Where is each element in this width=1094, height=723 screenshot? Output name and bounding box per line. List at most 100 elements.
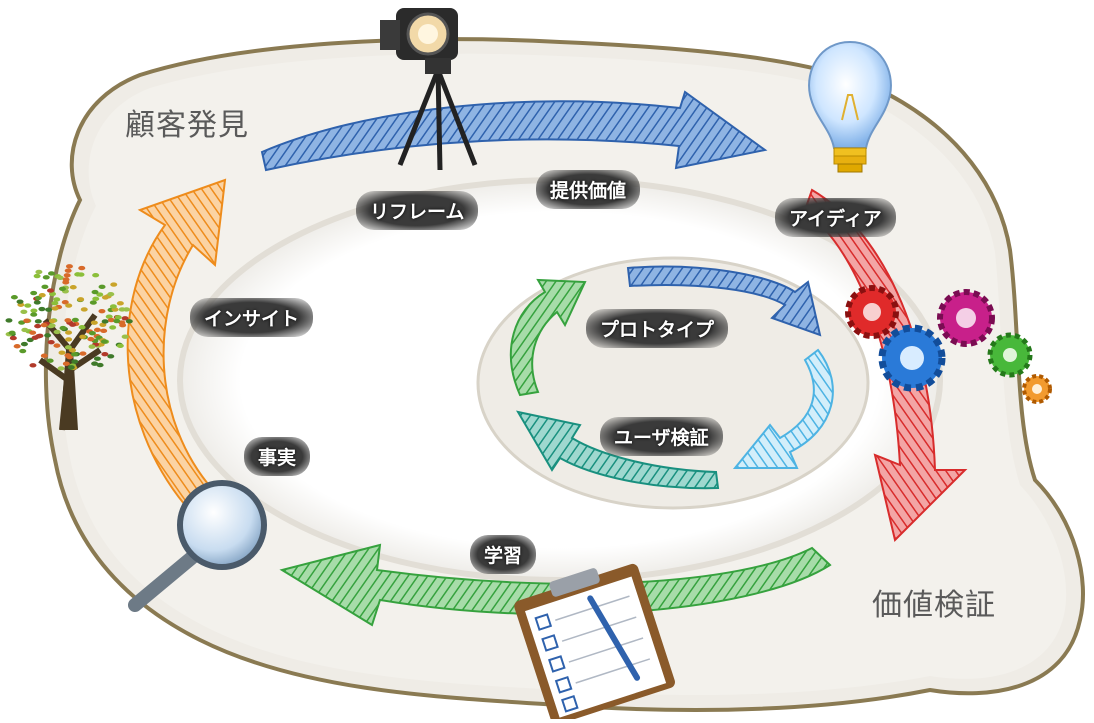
tree-leaf	[42, 275, 50, 280]
step-facts: 事実	[244, 437, 311, 476]
tree-leaf	[38, 292, 46, 298]
tree-leaf	[19, 348, 27, 354]
tree-leaf	[109, 304, 117, 309]
tree-leaf	[65, 337, 73, 342]
tree-leaf	[78, 265, 86, 271]
tree-leaf	[107, 317, 115, 323]
stage-customer-discovery: 顧客発見	[125, 108, 249, 143]
lightbulb-icon	[808, 40, 892, 173]
tree-leaf	[30, 312, 38, 317]
tree-leaf	[125, 319, 133, 324]
clipboard-icon	[514, 563, 675, 723]
tree-leaf	[69, 285, 77, 290]
tree-leaf	[96, 292, 104, 297]
tree-leaf	[69, 348, 77, 353]
tree-leaf	[79, 334, 87, 340]
tree-leaf	[34, 323, 42, 329]
tree-leaf	[38, 306, 46, 312]
tree-leaf	[65, 264, 73, 269]
tree-leaf	[62, 361, 70, 366]
tree-leaf	[92, 296, 100, 302]
step-idea: アイディア	[775, 198, 896, 237]
arrow-inner-teal	[515, 410, 720, 490]
tree-leaf	[29, 363, 37, 368]
tree-leaf	[23, 318, 31, 323]
arrow-blue-top	[260, 90, 768, 172]
tree-leaf	[116, 343, 124, 348]
stage-value-validation: 価値検証	[872, 588, 996, 623]
arrow-red-right	[803, 188, 968, 542]
step-reframe: リフレーム	[356, 191, 479, 230]
tree-leaf	[9, 335, 17, 341]
tree-leaf	[90, 320, 98, 325]
tree-leaf	[64, 353, 72, 358]
tree-leaf	[109, 325, 117, 330]
tree-leaf	[33, 300, 41, 305]
tree-leaf	[62, 277, 70, 282]
tree-leaf	[78, 325, 86, 330]
tree-leaf	[53, 329, 61, 335]
tree-leaf	[98, 284, 106, 290]
tree-leaf	[110, 282, 118, 287]
tree-leaf	[121, 334, 129, 339]
tree-leaf	[118, 307, 126, 312]
tree-leaf	[45, 307, 53, 312]
tree-leaf	[79, 351, 87, 356]
tree-leaf	[65, 330, 73, 335]
tree-leaf	[49, 291, 57, 297]
tree-leaf	[92, 273, 100, 278]
tree-leaf	[99, 322, 107, 327]
tree-leaf	[35, 269, 43, 275]
tree-leaf	[56, 275, 64, 280]
tree-leaf	[10, 295, 18, 300]
arrow-orange-left	[126, 178, 227, 507]
tree-leaf	[29, 330, 37, 335]
tree-leaf	[107, 354, 115, 359]
step-value-proposition: 提供価値	[536, 170, 641, 209]
tree-leaf	[57, 366, 65, 371]
tree-leaf	[53, 297, 61, 302]
tree-leaf	[47, 340, 55, 345]
tree-leaf	[64, 268, 72, 273]
tree-leaf	[74, 272, 82, 277]
arrow-inner-lightblue	[732, 348, 834, 469]
tree-leaf	[80, 307, 88, 312]
tree-icon	[5, 264, 133, 431]
tree-leaf	[18, 320, 26, 325]
arrow-inner-green	[509, 278, 587, 397]
tree-leaf	[30, 308, 38, 313]
tree-leaf	[65, 303, 73, 308]
tree-leaf	[34, 319, 42, 324]
tree-leaf	[47, 288, 55, 293]
tree-leaf	[51, 306, 59, 311]
tree-leaf	[61, 300, 69, 305]
tree-leaf	[64, 318, 72, 323]
tree-leaf	[40, 353, 48, 358]
spotlight-icon	[380, 8, 478, 171]
tree-leaf	[51, 300, 59, 306]
tree-leaf	[71, 317, 79, 323]
tree-leaf	[58, 350, 66, 355]
tree-leaf	[5, 318, 13, 323]
tree-leaf	[30, 290, 38, 296]
tree-leaf	[48, 271, 56, 276]
tree-leaf	[113, 318, 121, 324]
tree-leaf	[89, 300, 97, 305]
tree-leaf	[121, 316, 129, 321]
tree-leaf	[91, 361, 99, 366]
tree-leaf	[101, 319, 109, 324]
tree-leaf	[67, 365, 75, 370]
tree-leaf	[116, 301, 124, 306]
tree-leaf	[16, 299, 24, 304]
tree-leaf	[48, 323, 56, 328]
magnifier-icon	[128, 480, 267, 612]
tree-leaf	[46, 358, 54, 363]
tree-leaf	[53, 343, 61, 348]
tree-leaf	[87, 336, 95, 342]
tree-leaf	[20, 341, 28, 347]
tree-leaf	[59, 325, 67, 331]
tree-leaf	[98, 308, 106, 314]
tree-leaf	[71, 359, 79, 364]
tree-leaf	[119, 322, 127, 328]
